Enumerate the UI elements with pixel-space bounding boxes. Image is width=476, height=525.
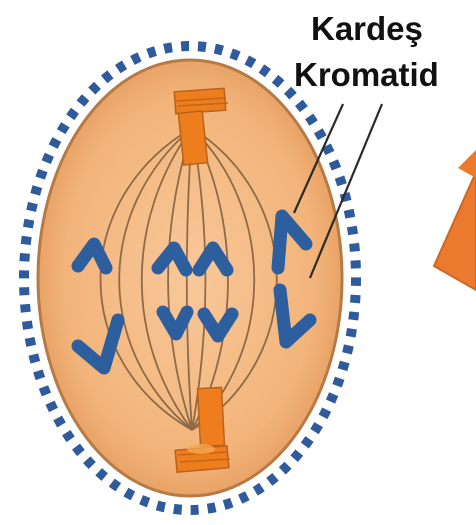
orange-arrow-icon <box>434 150 476 290</box>
label-kromatid: Kromatid <box>294 58 439 91</box>
label-kardes: Kardeş <box>311 12 423 45</box>
